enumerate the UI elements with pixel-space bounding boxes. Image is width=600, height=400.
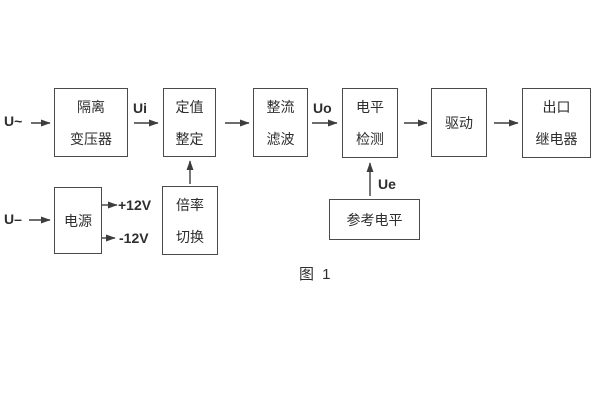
block-label: 切换 bbox=[176, 228, 204, 245]
block-rectifier-filter: 整流 滤波 bbox=[253, 88, 308, 157]
block-label: 继电器 bbox=[535, 131, 578, 147]
figure-caption: 图 1 bbox=[299, 266, 333, 283]
block-label: 电源 bbox=[64, 212, 92, 229]
block-driver: 驱动 bbox=[431, 88, 487, 157]
block-label: 滤波 bbox=[266, 130, 295, 147]
block-ratio-switch: 倍率 切换 bbox=[162, 186, 218, 255]
block-power-supply: 电源 bbox=[54, 187, 102, 254]
label-ac-input: U~ bbox=[4, 113, 23, 129]
label-minus-12v: -12V bbox=[119, 230, 149, 246]
block-label: 隔离 bbox=[77, 98, 105, 115]
label-ue: Ue bbox=[378, 176, 396, 192]
block-level-detect: 电平 检测 bbox=[342, 88, 398, 158]
block-setpoint-adjust: 定值 整定 bbox=[163, 88, 216, 157]
block-reference-level: 参考电平 bbox=[329, 199, 420, 240]
block-isolation-transformer: 隔离 变压器 bbox=[54, 88, 128, 157]
block-label: 参考电平 bbox=[346, 211, 403, 228]
label-plus-12v: +12V bbox=[118, 197, 152, 213]
block-label: 整流 bbox=[266, 98, 295, 115]
block-label: 整定 bbox=[175, 130, 204, 147]
block-label: 变压器 bbox=[70, 130, 112, 147]
label-uo: Uo bbox=[313, 100, 332, 116]
label-ui: Ui bbox=[133, 100, 147, 116]
block-label: 倍率 bbox=[176, 196, 204, 213]
block-label: 检测 bbox=[356, 131, 384, 147]
block-label: 定值 bbox=[175, 98, 204, 115]
label-dc-input: U– bbox=[4, 211, 22, 227]
block-label: 电平 bbox=[356, 99, 384, 115]
block-label: 出口 bbox=[542, 99, 571, 115]
block-label: 驱动 bbox=[445, 114, 473, 131]
block-output-relay: 出口 继电器 bbox=[522, 88, 591, 158]
